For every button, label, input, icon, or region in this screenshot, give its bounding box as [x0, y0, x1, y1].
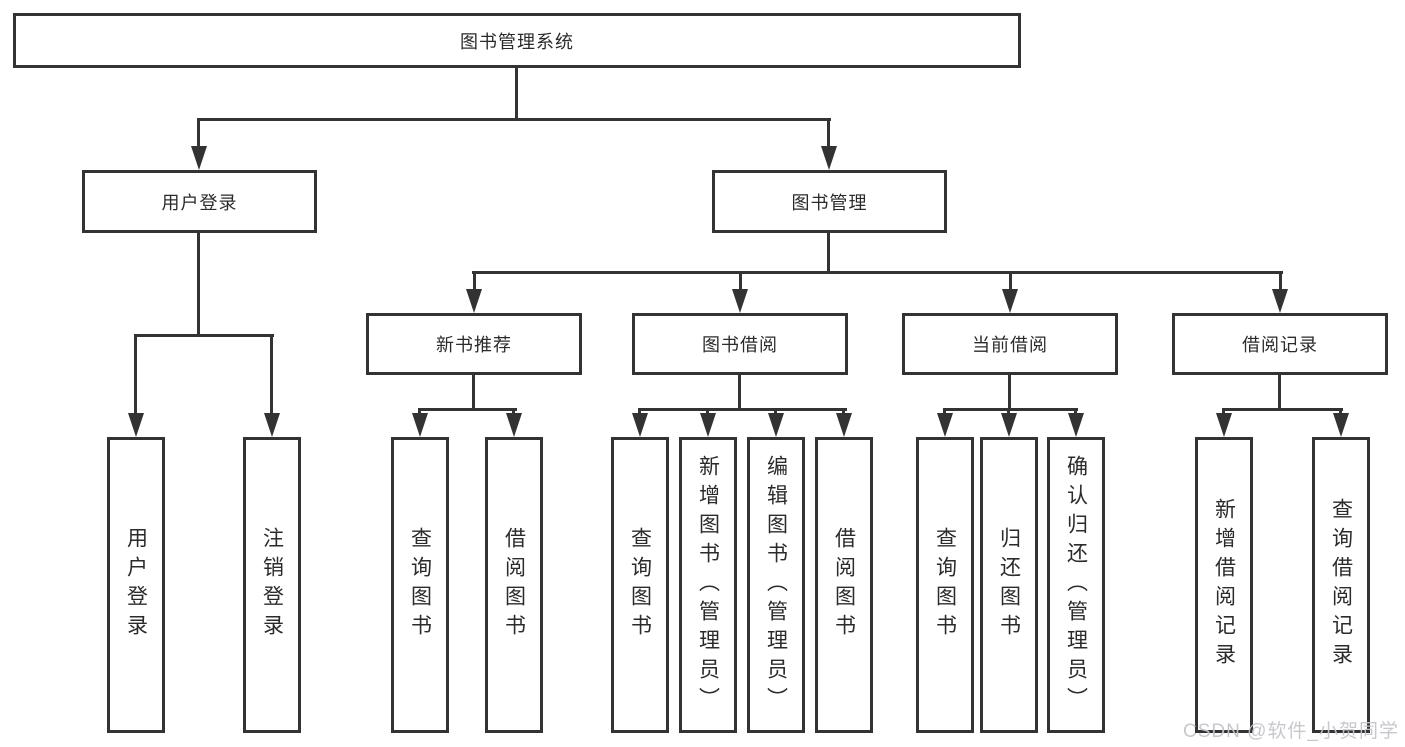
arrow-down	[466, 289, 482, 313]
node-user-login-label: 用户登录	[161, 192, 238, 213]
leaf-borrow-books: 借阅图书	[815, 437, 873, 733]
node-book-management-label: 图书管理	[791, 192, 868, 213]
node-new-book-recommend: 新书推荐	[366, 313, 582, 375]
connector-line	[473, 273, 476, 291]
arrow-down	[1002, 289, 1018, 313]
leaf-borrow-books-recommend-label: 借阅图书	[502, 527, 526, 643]
arrow-down	[836, 413, 852, 437]
node-library-system-label: 图书管理系统	[460, 31, 574, 52]
connector-line	[943, 408, 1078, 411]
connector-line	[197, 120, 200, 148]
arrow-down	[632, 413, 648, 437]
arrow-down	[1216, 413, 1232, 437]
leaf-user-login: 用户登录	[107, 437, 165, 733]
leaf-query-books-recommend-label: 查询图书	[408, 527, 432, 643]
connector-line	[134, 334, 274, 337]
leaf-borrow-books-recommend: 借阅图书	[485, 437, 543, 733]
leaf-add-borrow-record-label: 新增借阅记录	[1212, 498, 1236, 672]
leaf-edit-books-admin: 编辑图书（管理员）	[747, 437, 805, 733]
node-borrow-records: 借阅记录	[1172, 313, 1388, 375]
leaf-query-books-current-label: 查询图书	[933, 527, 957, 643]
leaf-query-books-recommend: 查询图书	[391, 437, 449, 733]
arrow-down	[700, 413, 716, 437]
arrow-down	[1333, 413, 1349, 437]
leaf-confirm-return-admin: 确认归还（管理员）	[1047, 437, 1105, 733]
leaf-query-borrow-record-label: 查询借阅记录	[1329, 498, 1353, 672]
leaf-add-books-admin: 新增图书（管理员）	[679, 437, 737, 733]
arrow-down	[506, 413, 522, 437]
arrow-down	[264, 413, 280, 437]
connector-line	[515, 68, 518, 121]
connector-line	[270, 336, 273, 416]
leaf-query-books-borrow-label: 查询图书	[628, 527, 652, 643]
leaf-edit-books-admin-label: 编辑图书（管理员）	[764, 454, 788, 716]
leaf-return-books: 归还图书	[980, 437, 1038, 733]
leaf-user-login-label: 用户登录	[124, 527, 148, 643]
connector-line	[197, 233, 200, 336]
node-current-borrow: 当前借阅	[902, 313, 1118, 375]
leaf-add-books-admin-label: 新增图书（管理员）	[696, 454, 720, 716]
arrow-down	[1068, 413, 1084, 437]
connector-line	[738, 375, 741, 410]
leaf-query-books-current: 查询图书	[916, 437, 974, 733]
arrow-down	[412, 413, 428, 437]
connector-line	[418, 408, 517, 411]
connector-line	[827, 233, 830, 274]
connector-line	[1222, 408, 1343, 411]
arrow-down	[821, 146, 837, 170]
leaf-query-borrow-record: 查询借阅记录	[1312, 437, 1370, 733]
leaf-confirm-return-admin-label: 确认归还（管理员）	[1064, 454, 1088, 716]
arrow-down	[732, 289, 748, 313]
leaf-logout-label: 注销登录	[260, 527, 284, 643]
node-book-borrow: 图书借阅	[632, 313, 848, 375]
arrow-down	[191, 146, 207, 170]
connector-line	[739, 273, 742, 291]
watermark: CSDN @软件_小贺同学	[1183, 721, 1399, 742]
leaf-return-books-label: 归还图书	[997, 527, 1021, 643]
node-current-borrow-label: 当前借阅	[972, 335, 1048, 355]
connector-line	[1278, 375, 1281, 410]
connector-line	[1008, 375, 1011, 410]
connector-line	[1009, 273, 1012, 291]
node-new-book-recommend-label: 新书推荐	[436, 335, 512, 355]
leaf-query-books-borrow: 查询图书	[611, 437, 669, 733]
node-library-system: 图书管理系统	[13, 13, 1021, 68]
arrow-down	[1272, 289, 1288, 313]
arrow-down	[128, 413, 144, 437]
leaf-borrow-books-label: 借阅图书	[832, 527, 856, 643]
arrow-down	[1001, 413, 1017, 437]
connector-line	[827, 120, 830, 148]
connector-line	[472, 375, 475, 410]
node-book-borrow-label: 图书借阅	[702, 335, 778, 355]
connector-line	[1279, 273, 1282, 291]
connector-line	[197, 118, 831, 121]
connector-line	[134, 336, 137, 416]
leaf-add-borrow-record: 新增借阅记录	[1195, 437, 1253, 733]
node-book-management: 图书管理	[712, 170, 947, 233]
connector-line	[638, 408, 847, 411]
leaf-logout: 注销登录	[243, 437, 301, 733]
arrow-down	[768, 413, 784, 437]
node-user-login: 用户登录	[82, 170, 317, 233]
connector-line	[472, 271, 1283, 274]
node-borrow-records-label: 借阅记录	[1242, 335, 1318, 355]
arrow-down	[937, 413, 953, 437]
